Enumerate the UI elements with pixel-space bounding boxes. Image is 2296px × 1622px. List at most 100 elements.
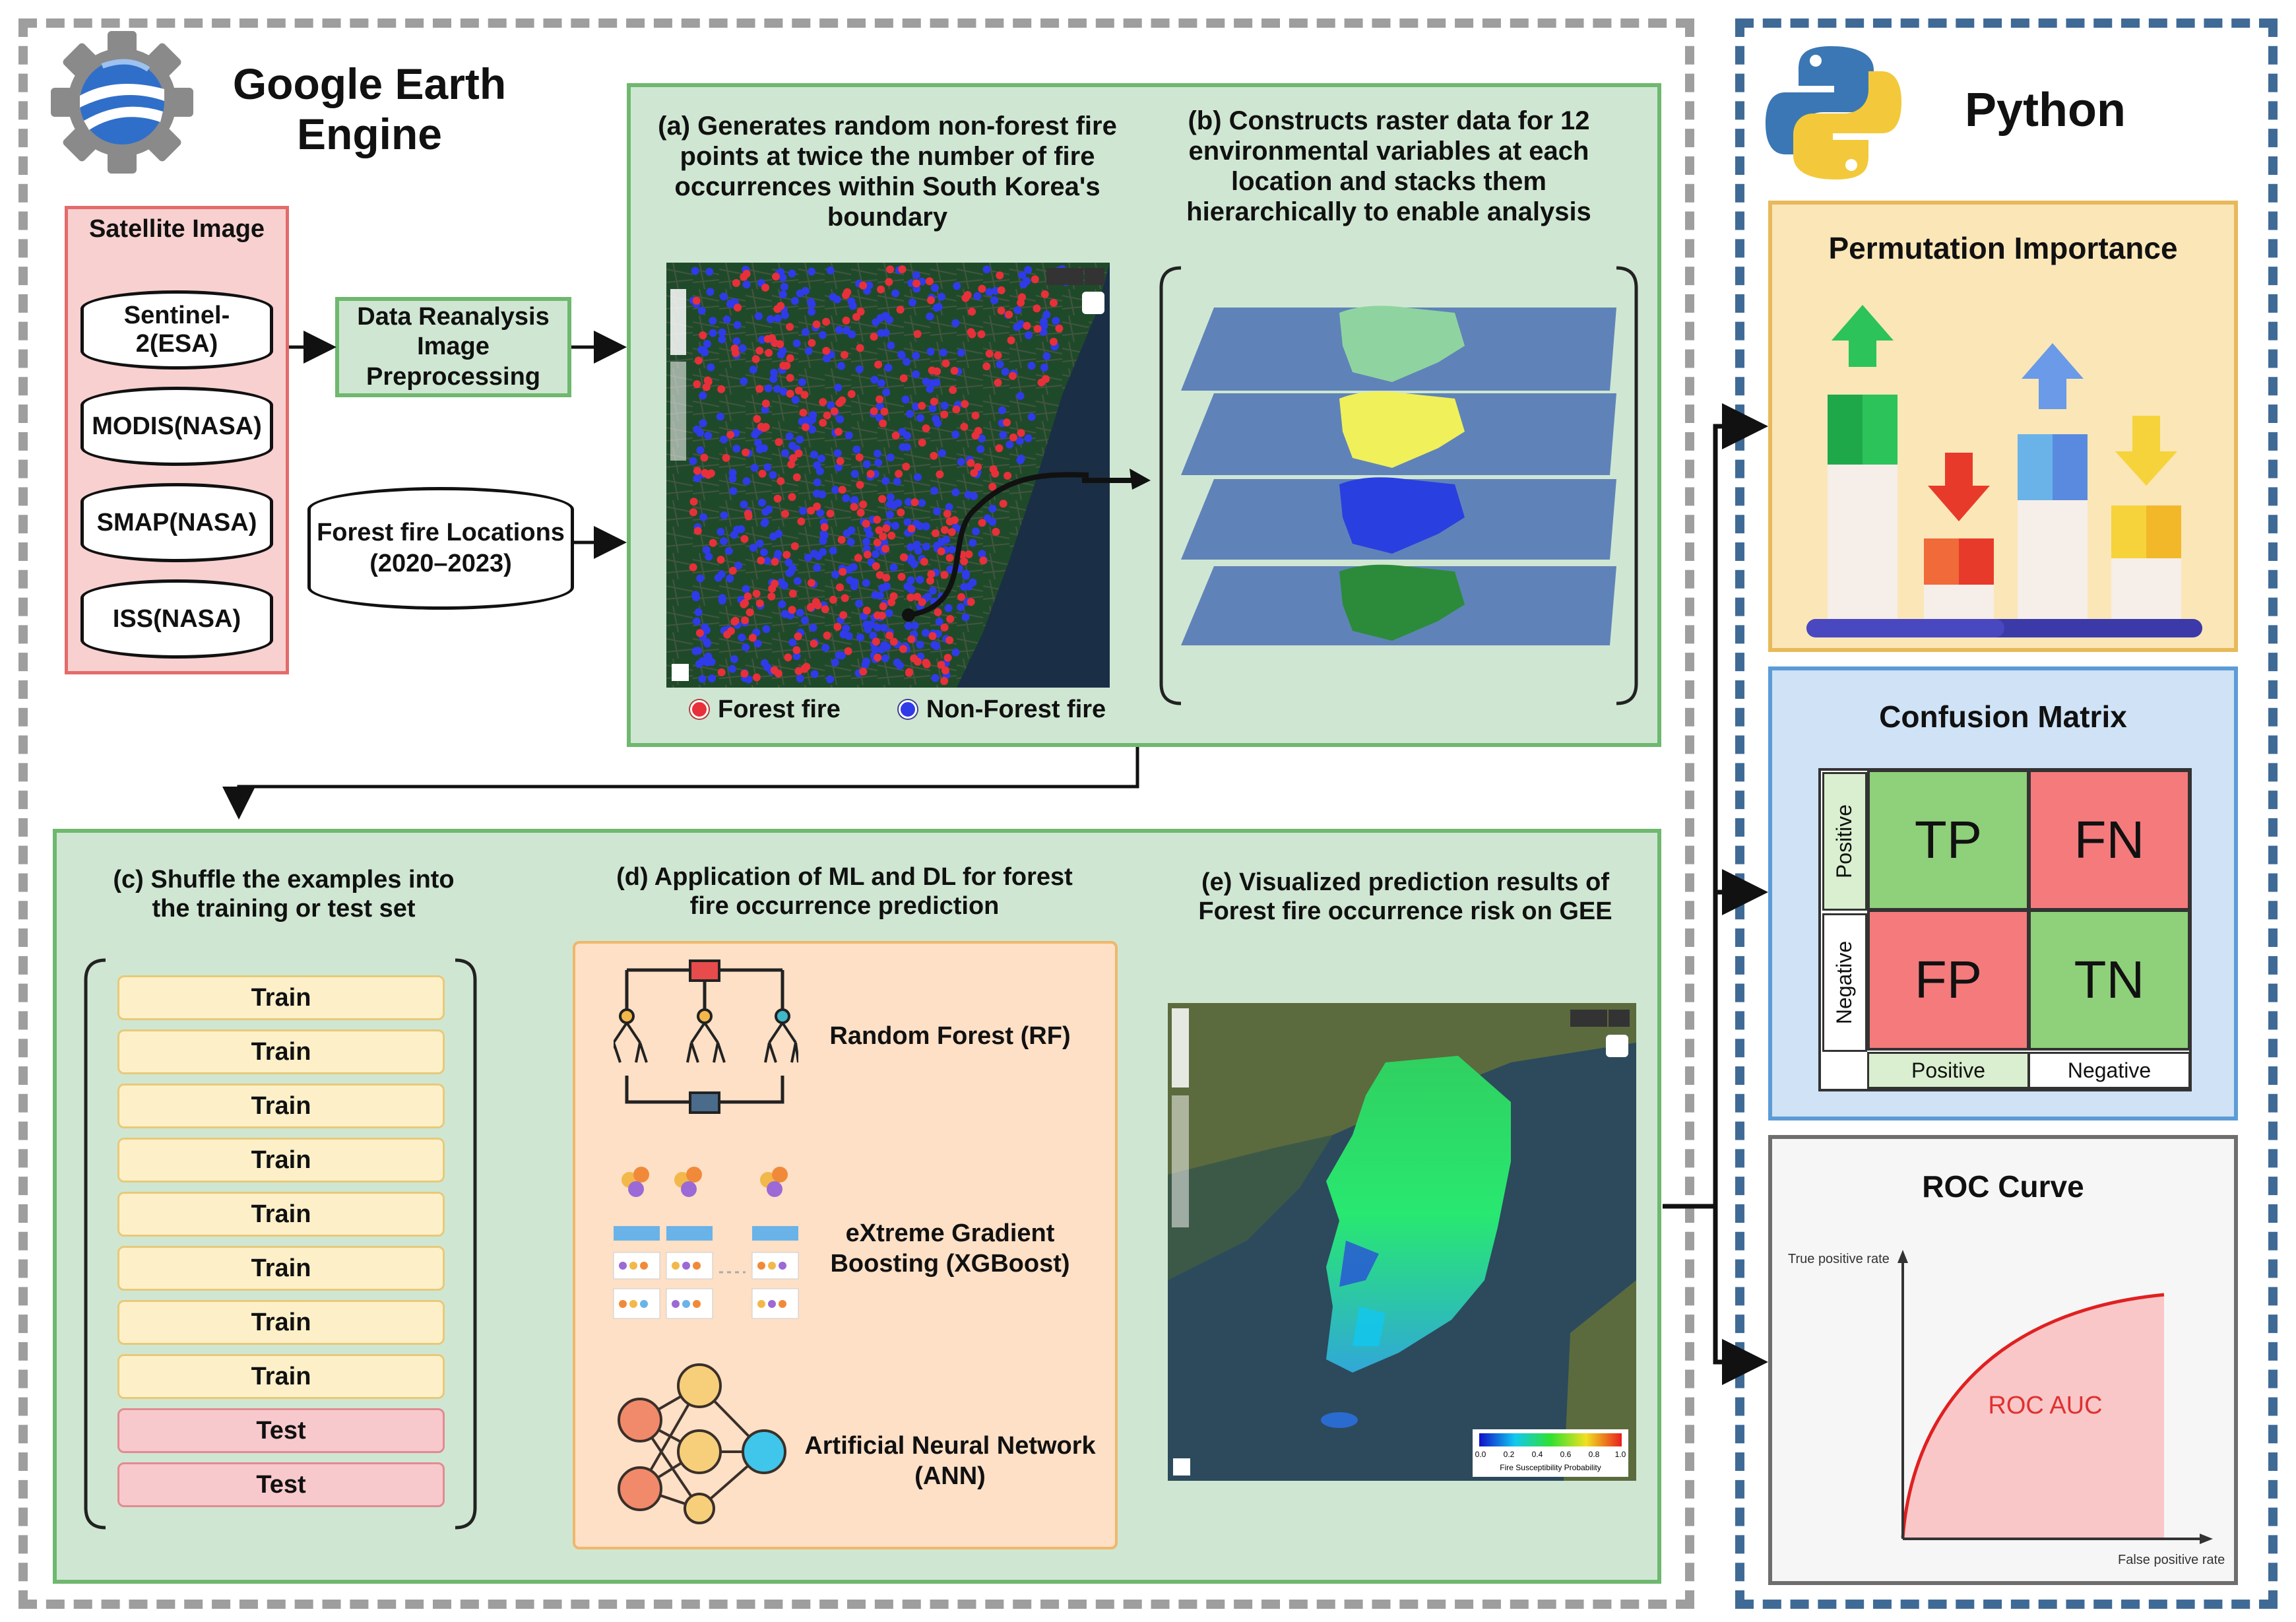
non-forest-fire-point (1027, 412, 1036, 421)
forest-fire-point (689, 498, 698, 506)
train-set-3: Train (117, 1084, 445, 1128)
forest-fire-point (882, 573, 891, 582)
forest-fire-point (997, 306, 1005, 315)
non-forest-fire-point (815, 467, 824, 475)
forest-fire-point (878, 495, 887, 503)
non-forest-fire-point (843, 529, 851, 538)
gee-title-line1: Google Earth (232, 59, 507, 108)
non-forest-fire-point (907, 543, 915, 552)
forest-fire-point (752, 673, 761, 682)
forest-fire-point (920, 558, 928, 566)
forest-fire-point (740, 669, 749, 678)
forest-fire-point (988, 482, 997, 491)
non-forest-fire-point (692, 617, 701, 626)
gee-frame (18, 18, 1694, 1609)
non-forest-fire-point (934, 303, 943, 311)
non-forest-fire-point (791, 396, 800, 404)
non-forest-fire-point (810, 451, 818, 459)
forest-fire-point (819, 398, 827, 406)
non-forest-fire-point (717, 570, 726, 579)
forest-fire-point (1017, 298, 1025, 307)
forest-fire-point (782, 550, 791, 559)
forest-fire-point (799, 408, 808, 417)
forest-fire-point (922, 424, 930, 433)
forest-fire-point (740, 535, 749, 543)
forest-fire-point (772, 273, 780, 281)
non-forest-fire-point (704, 652, 713, 661)
forest-fire-point (726, 430, 735, 439)
non-forest-fire-point (973, 292, 982, 300)
non-forest-fire-point (922, 629, 930, 637)
roc-curve-title: ROC Curve (1922, 1169, 2084, 1204)
non-forest-fire-point (916, 575, 924, 584)
forest-fire-point (856, 308, 865, 316)
rf-label: Random Forest (RF) (829, 1022, 1071, 1050)
non-forest-fire-point (992, 286, 1000, 295)
forest-fire-point (978, 284, 986, 293)
non-forest-fire-point (982, 265, 991, 274)
random-forest-icon (614, 959, 798, 1114)
non-forest-fire-point (807, 298, 815, 306)
non-forest-fire-point (996, 360, 1004, 369)
test-set-1: Test (117, 1408, 445, 1453)
step-e-text: (e) Visualized prediction results of For… (1198, 868, 1612, 925)
step-b-text: (b) Constructs raster data for 12 enviro… (1186, 106, 1591, 226)
forest-fire-legend-label: Forest fire (718, 695, 841, 723)
non-forest-fire-point (728, 469, 737, 477)
non-forest-fire-point (881, 311, 890, 320)
non-forest-fire-point (760, 444, 768, 453)
forest-fire-point (978, 519, 986, 527)
forest-fire-point (879, 419, 887, 428)
non-forest-fire-point (699, 657, 707, 665)
forest-fire-legend-dot (690, 700, 709, 719)
forest-fire-point (877, 611, 886, 620)
non-forest-fire-point (985, 288, 994, 296)
non-forest-fire-point (697, 306, 706, 315)
non-forest-fire-point (703, 340, 711, 348)
non-forest-fire-point (839, 630, 848, 638)
non-forest-fire-point (722, 315, 731, 324)
non-forest-fire-point (814, 552, 823, 560)
models-box (573, 941, 1118, 1549)
non-forest-fire-point (804, 554, 812, 562)
forest-fire-point (822, 346, 831, 355)
forest-fire-point (692, 296, 701, 305)
forest-fire-point (813, 502, 821, 511)
roc-x-label: False positive rate (2118, 1553, 2225, 1567)
step-c-text: (c) Shuffle the examples into the traini… (113, 866, 455, 923)
non-forest-fire-point (738, 344, 747, 352)
forest-fire-point (765, 348, 773, 357)
forest-fire-point (965, 550, 973, 558)
forest-fire-points (689, 265, 1084, 685)
forest-fire-point (936, 470, 944, 478)
non-forest-fire-point (804, 346, 813, 355)
forest-fire-point (752, 589, 761, 598)
roc-curve-line (1901, 1293, 2165, 1538)
non-forest-fire-point (699, 419, 707, 428)
non-forest-fire-point (718, 597, 726, 605)
forest-fire-point (1031, 275, 1039, 284)
non-forest-fire-point (906, 410, 914, 418)
forest-fire-point (940, 526, 949, 535)
confusion-matrix-title: Confusion Matrix (1879, 699, 2127, 734)
forest-fire-point (755, 346, 764, 355)
forest-fire-point (866, 470, 875, 478)
non-forest-fire-point (951, 319, 960, 327)
forest-fire-point (927, 570, 936, 578)
non-forest-fire-point (703, 638, 711, 646)
forest-fire-point (905, 668, 914, 676)
non-forest-fire-point (957, 458, 965, 466)
smap-cylinder: SMAP(NASA) (80, 483, 273, 562)
non-forest-fire-point (850, 496, 858, 505)
non-forest-fire-point (799, 507, 807, 515)
non-forest-fire-point (926, 312, 934, 321)
forest-fire-point (889, 637, 898, 646)
non-forest-fire-point (931, 674, 940, 682)
forest-fire-point (700, 453, 709, 462)
non-forest-fire-point (886, 453, 895, 462)
non-forest-fire-point (1015, 437, 1024, 445)
non-forest-fire-point (928, 404, 937, 412)
forest-fire-point (882, 524, 891, 533)
forest-fire-point (927, 296, 935, 304)
forest-fire-point (937, 661, 945, 669)
